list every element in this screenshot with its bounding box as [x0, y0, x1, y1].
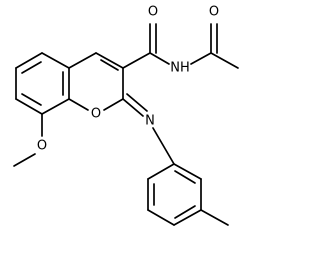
benzo-ring — [15, 52, 70, 115]
chemical-structure-diagram: O NH O O N O — [13, 5, 239, 226]
imine-group — [122, 93, 175, 165]
acetyl-amide-group — [122, 23, 239, 69]
atom-label-ring-oxygen: O — [91, 107, 101, 122]
atom-label-acetyl-oxygen: O — [209, 5, 219, 20]
atom-label-carbonyl-oxygen: O — [148, 5, 158, 20]
methoxy-group — [13, 113, 43, 167]
structure-canvas: O NH O O N O — [13, 4, 239, 226]
atom-label-amide-nitrogen: NH — [170, 61, 190, 76]
atom-label-imine-nitrogen: N — [145, 114, 155, 129]
pyran-ring — [68, 52, 124, 111]
atom-label-methoxy-oxygen: O — [37, 139, 47, 154]
tolyl-ring — [147, 163, 229, 226]
